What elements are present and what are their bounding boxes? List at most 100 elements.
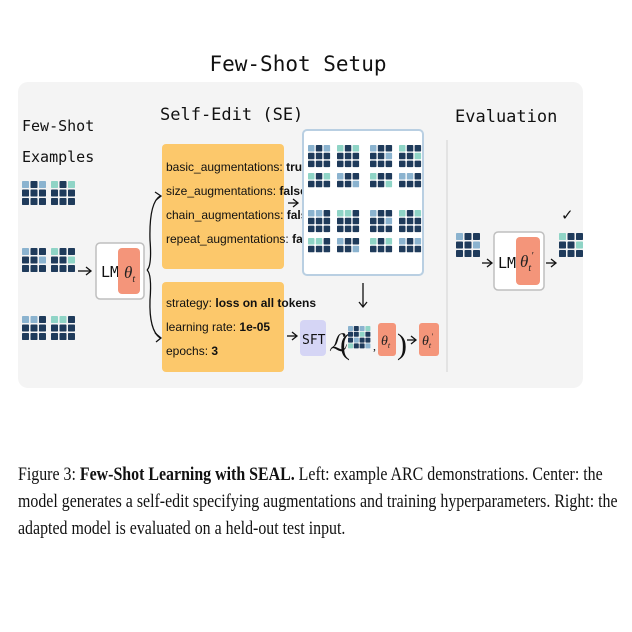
grid-cell xyxy=(30,316,38,323)
augmented-grid xyxy=(370,238,393,253)
config-key: repeat_augmentations: xyxy=(166,232,292,246)
grid-cell xyxy=(567,233,575,240)
eval-output-grid xyxy=(559,233,583,257)
caption-prefix: Figure 3: xyxy=(18,465,80,485)
arrow-aug-to-grids xyxy=(288,198,300,208)
augmented-grid xyxy=(370,145,393,168)
grid-cell xyxy=(377,210,385,217)
grid-cell xyxy=(59,324,67,332)
lm-theta-box xyxy=(118,248,140,294)
arrow-loss-to-theta-prime xyxy=(407,335,418,345)
augmented-grid xyxy=(370,173,393,188)
grid-cell xyxy=(567,241,575,249)
grid-cell xyxy=(377,245,385,253)
grid-cell xyxy=(576,241,583,249)
example-output-grid-3 xyxy=(51,316,75,340)
grid-cell xyxy=(414,180,422,188)
grid-cell xyxy=(51,333,58,340)
grid-cell xyxy=(59,181,67,188)
grid-cell xyxy=(315,145,323,152)
loss-symbol: ℒ xyxy=(329,331,347,357)
grid-cell xyxy=(22,198,29,205)
grid-cell xyxy=(414,238,422,245)
augmented-grid xyxy=(399,210,422,233)
figure-caption: Figure 3: Few-Shot Learning with SEAL. L… xyxy=(18,462,620,543)
theta-prime: θt′ xyxy=(422,332,433,350)
grid-cell xyxy=(337,180,344,188)
grid-cell xyxy=(414,152,422,160)
grid-cell xyxy=(414,217,422,225)
grid-cell xyxy=(576,233,583,240)
grid-cell xyxy=(370,217,377,225)
eval-lm-box: LM θt′ xyxy=(493,231,545,291)
grid-cell xyxy=(30,256,38,264)
grid-cell xyxy=(464,233,472,240)
example-output-grid-2 xyxy=(51,248,75,272)
grid-cell xyxy=(385,152,393,160)
grid-cell xyxy=(359,337,365,343)
grid-cell xyxy=(337,160,344,168)
grid-cell xyxy=(370,160,377,168)
grid-cell xyxy=(308,217,315,225)
grid-cell xyxy=(576,250,583,257)
grid-cell xyxy=(385,245,393,253)
grid-cell xyxy=(352,152,360,160)
few-shot-header-line2: Examples xyxy=(22,148,94,166)
grid-cell xyxy=(308,160,315,168)
lm-box: LM θt xyxy=(95,242,145,300)
grid-cell xyxy=(308,145,315,152)
eval-output xyxy=(559,233,583,257)
grid-cell xyxy=(323,225,331,233)
augmented-grid xyxy=(308,173,331,188)
grid-cell xyxy=(39,256,46,264)
grid-cell xyxy=(414,210,422,217)
grid-cell xyxy=(51,189,58,197)
grid-cell xyxy=(559,233,566,240)
sft-box: SFT xyxy=(300,320,326,356)
caption-bold: Few-Shot Learning with SEAL. xyxy=(79,465,295,485)
grid-cell xyxy=(559,250,566,257)
grid-cell xyxy=(385,173,393,180)
arrow-train-to-sft xyxy=(287,331,299,341)
grid-cell xyxy=(323,245,331,253)
grid-cell xyxy=(348,326,353,331)
grid-cell xyxy=(344,160,352,168)
eval-input-grid xyxy=(456,233,480,257)
self-edit-header: Self-Edit (SE) xyxy=(160,105,303,125)
check-mark: ✓ xyxy=(561,207,574,224)
open-paren: ( xyxy=(340,328,350,361)
panel-background xyxy=(18,82,583,388)
grid-cell xyxy=(337,145,344,152)
augmented-grid xyxy=(337,238,360,253)
grid-cell xyxy=(308,238,315,245)
grid-cell xyxy=(406,245,414,253)
grid-cell xyxy=(39,316,46,323)
few-shot-header-line1: Few-Shot xyxy=(22,117,94,135)
grid-cell xyxy=(370,238,377,245)
grid-cell xyxy=(399,245,406,253)
grid-cell xyxy=(323,210,331,217)
grid-cell xyxy=(344,180,352,188)
grid-cell xyxy=(385,225,393,233)
grid-cell xyxy=(337,152,344,160)
grid-cell xyxy=(348,331,353,337)
grid-cell xyxy=(323,160,331,168)
grid-cell xyxy=(473,233,480,240)
grid-cell xyxy=(59,198,67,205)
grid-cell xyxy=(385,238,393,245)
grid-cell xyxy=(323,238,331,245)
grid-cell xyxy=(308,225,315,233)
grid-cell xyxy=(385,145,393,152)
grid-cell xyxy=(22,265,29,272)
grid-cell xyxy=(414,173,422,180)
config-key: size_augmentations: xyxy=(166,184,279,198)
grid-cell xyxy=(359,331,365,337)
grid-cell xyxy=(315,173,323,180)
grid-cell xyxy=(344,145,352,152)
grid-cell xyxy=(567,250,575,257)
loss-theta: θt xyxy=(381,334,391,350)
grid-cell xyxy=(370,152,377,160)
grid-cell xyxy=(39,324,46,332)
grid-cell xyxy=(68,316,75,323)
